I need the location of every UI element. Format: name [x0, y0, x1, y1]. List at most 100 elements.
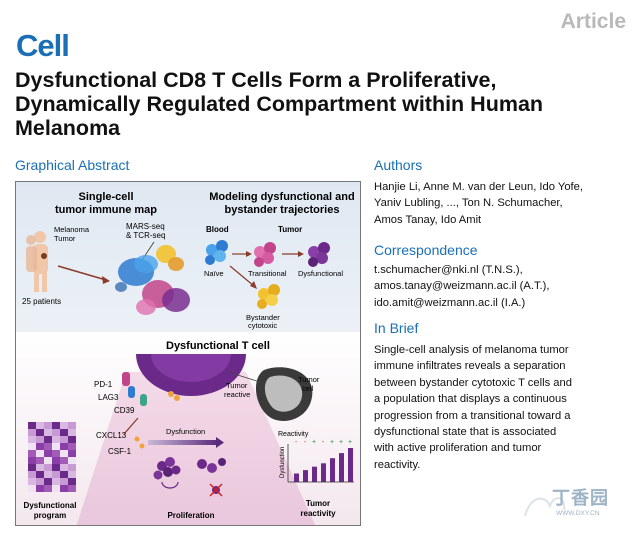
panel-left-title: tumor immune map	[55, 204, 157, 216]
heatmap-cell	[52, 422, 60, 429]
heatmap-cell	[44, 457, 52, 464]
watermark-logo-icon	[524, 497, 566, 517]
heatmap-cell	[28, 457, 36, 464]
authors-list: Hanjie Li, Anne M. van der Leun, Ido Yof…	[374, 179, 624, 228]
reactivity-sign: +	[312, 439, 316, 446]
heatmap-cell	[28, 443, 36, 450]
in-brief-line: dysfunctional state that is associated	[374, 426, 557, 439]
heatmap-cell	[52, 478, 60, 485]
dysfunction-bar	[348, 448, 353, 482]
heatmap-cell	[60, 471, 68, 478]
patient-to-map-arrow	[57, 265, 107, 281]
heatmap-cell	[52, 429, 60, 436]
heatmap-cell	[68, 429, 76, 436]
arrowhead-icon	[102, 276, 110, 284]
tumor-reactive-label: reactive	[224, 390, 250, 399]
heatmap-cell	[36, 429, 44, 436]
heatmap-cell	[68, 422, 76, 429]
correspondence-heading: Correspondence	[374, 242, 478, 258]
in-brief-line: a population that displays a continuous	[374, 393, 567, 406]
paper-title: Dysfunctional CD8 T Cells Form a Prolife…	[15, 68, 625, 140]
correspondence-email[interactable]: t.schumacher@nki.nl (T.N.S.),	[374, 264, 523, 276]
tumor-reactivity-label: Tumor	[306, 499, 330, 508]
cytokine-label: CXCL13	[96, 431, 127, 440]
reactivity-sign: -	[304, 439, 307, 446]
patient-silhouette-icon	[26, 231, 48, 292]
in-brief-line: with active proliferation and tumor	[374, 442, 542, 455]
panel-right-title: bystander trajectories	[225, 204, 340, 216]
watermark-url: WWW.DXY.CN	[556, 510, 600, 517]
dysfunction-arrow-label: Dysfunction	[166, 427, 205, 436]
heatmap-cell	[28, 450, 36, 457]
heatmap-cell	[68, 457, 76, 464]
in-brief-line: immune infiltrates reveals a separation	[374, 360, 566, 373]
heatmap-cell	[44, 464, 52, 471]
heatmap-cell	[68, 485, 76, 492]
in-brief-text: Single-cell analysis of melanoma tumor i…	[374, 342, 606, 473]
heatmap-cell	[52, 450, 60, 457]
cell-logo: Cell	[16, 28, 70, 63]
correspondence-email[interactable]: amos.tanay@weizmann.ac.il (A.T.),	[374, 280, 550, 293]
heatmap-cell	[36, 443, 44, 450]
title-line: Dynamically Regulated Compartment within…	[15, 92, 544, 116]
heatmap-cell	[60, 478, 68, 485]
cell-to-cytokine-arrow	[123, 417, 139, 435]
in-brief-line: Single-cell analysis of melanoma tumor	[374, 344, 569, 356]
panel-right-title: Modeling dysfunctional and	[209, 191, 354, 203]
naive-label: Naïve	[204, 269, 224, 278]
proliferation-cycle-icon	[161, 481, 179, 489]
heatmap-cell	[52, 443, 60, 450]
heatmap-cell	[60, 436, 68, 443]
patients-label: 25 patients	[22, 297, 61, 306]
melanoma-label: Melanoma	[54, 225, 90, 234]
bystander-cells-icon	[257, 284, 280, 309]
article-type-label: Article	[560, 10, 626, 33]
single-cell-map-icon	[115, 245, 190, 315]
dysfunction-bar	[294, 473, 299, 482]
arrowhead-icon	[250, 281, 257, 289]
naive-to-bystander-arrow	[229, 265, 255, 287]
graphical-abstract-figure: Single-cell tumor immune map Melanoma Tu…	[15, 181, 361, 526]
heatmap-cell	[44, 485, 52, 492]
heatmap-cell	[36, 422, 44, 429]
blocked-cell-icon	[209, 483, 223, 497]
dysfunctional-cells-icon	[308, 242, 330, 267]
marker-label: LAG3	[98, 393, 119, 402]
heatmap-cell	[28, 478, 36, 485]
graphical-abstract-heading: Graphical Abstract	[15, 157, 130, 173]
in-brief-line: progression from a transitional toward a	[374, 409, 571, 422]
reactivity-sign: +	[348, 439, 352, 446]
heatmap-cell	[68, 450, 76, 457]
surface-receptor-icon	[122, 372, 180, 406]
correspondence-email[interactable]: ido.amit@weizmann.ac.il (I.A.)	[374, 296, 526, 309]
authors-line: Yaniv Lubling, ..., Ton N. Schumacher,	[374, 197, 563, 210]
heatmap-cell	[52, 485, 60, 492]
in-brief-line: between bystander cytotoxic T cells and	[374, 376, 572, 389]
marker-label: CD39	[114, 406, 135, 415]
dysfunctional-t-cell-title: Dysfunctional T cell	[166, 340, 270, 352]
tumor-reactive-label: Tumor	[226, 381, 248, 390]
dysfunction-bar	[303, 470, 308, 482]
tumor-compartment-label: Tumor	[278, 225, 302, 234]
heatmap-cell	[36, 450, 44, 457]
reactivity-signs: --+-+++	[295, 439, 352, 446]
title-line: Melanoma	[15, 116, 121, 140]
proliferation-label: Proliferation	[167, 511, 214, 520]
heatmap-cell	[60, 485, 68, 492]
tumor-reactivity-label: reactivity	[300, 509, 336, 518]
heatmap-cell	[44, 436, 52, 443]
title-line: Dysfunctional CD8 T Cells Form a Prolife…	[15, 68, 497, 92]
in-brief-heading: In Brief	[374, 320, 419, 336]
reactivity-sign: -	[322, 439, 325, 446]
dysfunction-bar	[339, 453, 344, 482]
seq-label: & TCR-seq	[126, 231, 165, 240]
authors-heading: Authors	[374, 157, 423, 173]
heatmap-cell	[68, 478, 76, 485]
arrowhead-icon	[246, 251, 252, 257]
cytokine-dot-icon	[139, 443, 145, 449]
authors-line: Hanjie Li, Anne M. van der Leun, Ido Yof…	[374, 181, 583, 193]
heatmap-cell	[44, 478, 52, 485]
blood-label: Blood	[206, 225, 229, 234]
proliferation-cone	[76, 372, 316, 525]
heatmap-cell	[28, 471, 36, 478]
